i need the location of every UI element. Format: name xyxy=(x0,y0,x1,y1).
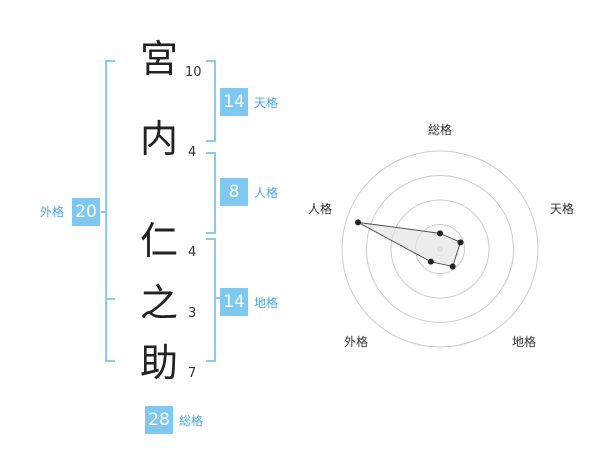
jinkaku-badge: 8 xyxy=(220,178,248,206)
jinkaku-bracket xyxy=(206,152,216,234)
radar-axis-label-3: 地格 xyxy=(512,334,536,349)
jinkaku-label: 人格 xyxy=(254,186,279,200)
radar-axis-label-4: 外格 xyxy=(344,334,368,349)
name-char-3: 仁 xyxy=(139,219,178,263)
soukaku-label: 総格 xyxy=(179,414,204,428)
gaikaku-bracket-tick xyxy=(105,298,115,300)
stroke-count-1: 10 xyxy=(185,65,202,80)
radar-ring-2 xyxy=(390,199,490,299)
chikaku-bracket-connector xyxy=(214,297,220,299)
gaikaku-badge: 20 xyxy=(72,198,100,226)
tenkaku-label: 天格 xyxy=(254,96,279,110)
radar-polygon xyxy=(357,221,462,268)
stroke-count-4: 3 xyxy=(188,306,197,321)
name-char-4: 之 xyxy=(139,281,178,325)
stroke-count-2: 4 xyxy=(188,145,197,160)
gaikaku-bracket-connector xyxy=(101,211,107,213)
name-char-5: 助 xyxy=(139,341,178,385)
radar-point-2 xyxy=(457,239,464,246)
chikaku-label: 地格 xyxy=(254,296,279,310)
tenkaku-bracket xyxy=(206,60,216,142)
soukaku-badge: 28 xyxy=(145,406,173,434)
tenkaku-badge: 14 xyxy=(220,88,248,116)
radar-ring-3 xyxy=(366,175,514,323)
name-char-1: 宮 xyxy=(139,37,178,81)
radar-ring-4 xyxy=(341,150,539,348)
stroke-count-5: 7 xyxy=(188,366,197,381)
stroke-count-3: 4 xyxy=(188,245,197,260)
chikaku-bracket xyxy=(206,238,216,362)
radar-point-1 xyxy=(437,230,443,237)
chikaku-badge: 14 xyxy=(220,288,248,316)
name-char-2: 内 xyxy=(139,117,178,161)
radar-axis-label-5: 人格 xyxy=(308,201,332,216)
radar-axis-label-2: 天格 xyxy=(550,201,574,216)
radar-point-4 xyxy=(427,258,434,265)
gaikaku-label: 外格 xyxy=(40,205,65,219)
radar-point-3 xyxy=(449,263,456,270)
radar-point-5 xyxy=(354,219,361,226)
radar-axis-label-1: 総格 xyxy=(428,122,452,137)
